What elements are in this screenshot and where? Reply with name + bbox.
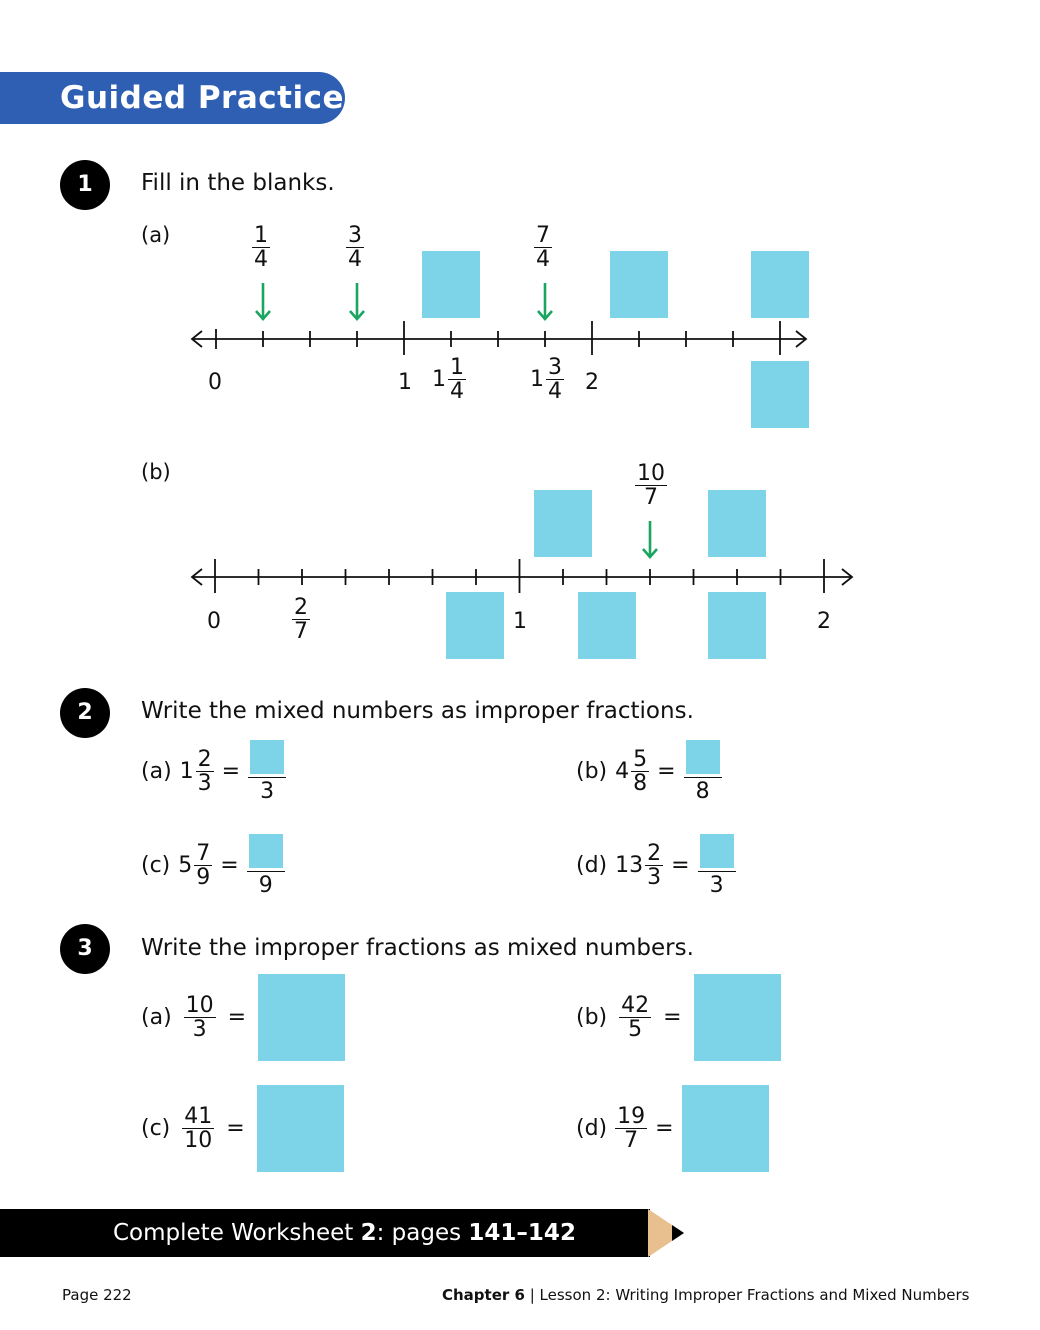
tick-label-zero: 0	[207, 609, 221, 634]
question-2-text: Write the mixed numbers as improper frac…	[141, 698, 694, 724]
part-label: (a)	[141, 223, 171, 247]
answer-box[interactable]	[256, 1085, 344, 1172]
answer-box[interactable]	[708, 592, 766, 659]
answer-box[interactable]	[422, 251, 480, 318]
tick-label-two: 2	[817, 609, 831, 634]
answer-box[interactable]	[751, 361, 809, 428]
number-line-a	[190, 283, 808, 355]
section-banner: Guided Practice	[0, 72, 345, 124]
answer-box[interactable]	[446, 592, 504, 659]
answer-box[interactable]	[708, 490, 766, 557]
answer-box[interactable]	[751, 251, 809, 318]
pencil-tip-icon	[648, 1209, 684, 1257]
banner-title: Guided Practice	[60, 80, 344, 116]
tick-label-one: 1	[398, 370, 412, 395]
part-label: (b)	[141, 460, 171, 484]
question-3-text: Write the improper fractions as mixed nu…	[141, 935, 694, 961]
answer-fraction[interactable]: 8	[683, 740, 722, 803]
green-arrow	[642, 521, 658, 559]
chapter-lesson: Chapter 6 | Lesson 2: Writing Improper F…	[442, 1286, 970, 1304]
answer-box[interactable]	[258, 974, 346, 1061]
answer-fraction[interactable]: 9	[246, 834, 285, 897]
tick-label-zero: 0	[208, 370, 222, 395]
tick-label-two: 2	[585, 370, 599, 395]
green-arrows	[255, 283, 553, 321]
answer-fraction[interactable]: 3	[697, 834, 736, 897]
answer-box[interactable]	[681, 1085, 769, 1172]
answer-box[interactable]	[578, 592, 636, 659]
worksheet-bar: Complete Worksheet 2: pages 141–142	[0, 1209, 650, 1257]
answer-box[interactable]	[693, 974, 781, 1061]
question-1-badge: 1	[60, 160, 110, 210]
answer-fraction[interactable]: 3	[248, 740, 287, 803]
number-line-b	[190, 521, 854, 593]
answer-box[interactable]	[534, 490, 592, 557]
tick-label-one: 1	[513, 609, 527, 634]
question-1-text: Fill in the blanks.	[141, 170, 335, 196]
answer-box[interactable]	[610, 251, 668, 318]
question-2-badge: 2	[60, 688, 110, 738]
page-number: Page 222	[62, 1286, 132, 1304]
question-3-badge: 3	[60, 924, 110, 974]
